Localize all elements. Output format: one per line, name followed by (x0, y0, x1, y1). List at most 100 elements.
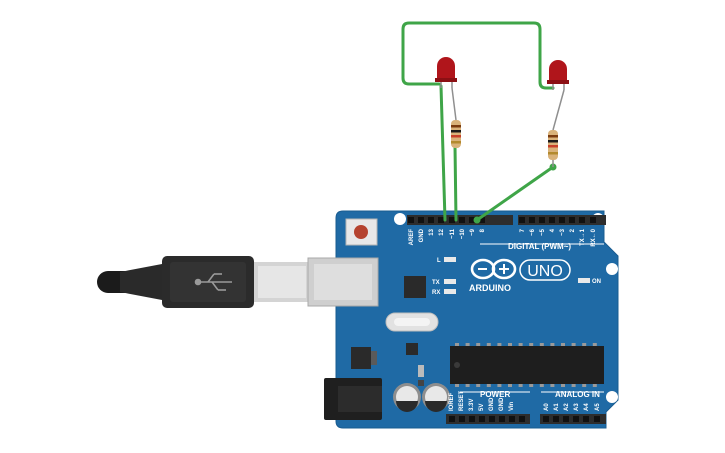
reset-button-cap[interactable] (354, 225, 368, 239)
pin-socket[interactable] (529, 217, 535, 223)
pin-socket[interactable] (583, 416, 589, 422)
top-pin-label: TX→1 (580, 228, 586, 246)
power-pin-label: 3.3V (469, 399, 475, 411)
wire-r1-pin13[interactable] (453, 144, 458, 222)
pin-socket[interactable] (579, 217, 585, 223)
led-1-leg (451, 87, 457, 121)
pin-socket[interactable] (418, 217, 424, 223)
pin-socket[interactable] (428, 217, 434, 223)
pin-socket[interactable] (459, 217, 465, 223)
model-label: UNO (527, 263, 563, 280)
chip-pin (518, 384, 523, 387)
pin-socket[interactable] (573, 416, 579, 422)
pin-socket[interactable] (479, 217, 485, 223)
top-pin-label: RX←0 (591, 228, 597, 246)
wire-r2-pin11[interactable] (475, 165, 555, 222)
pin-socket[interactable] (408, 217, 414, 223)
pin-socket[interactable] (499, 416, 505, 422)
resistor-1-body (451, 120, 461, 148)
pin-socket[interactable] (543, 416, 549, 422)
chip-pin (508, 384, 512, 387)
wire-led1-gnd[interactable] (439, 84, 447, 222)
analog-header-label: ANALOG IN (555, 390, 600, 399)
led-1[interactable] (435, 57, 457, 121)
pin-socket[interactable] (594, 416, 600, 422)
chip-pin (571, 384, 576, 387)
resistor-1[interactable] (451, 120, 461, 148)
pin-socket[interactable] (509, 416, 515, 422)
power-pin-label: Vin (509, 401, 515, 411)
chip-pin (571, 343, 576, 346)
chip-pin (529, 343, 534, 346)
mounting-hole (606, 263, 618, 275)
wires[interactable] (401, 21, 555, 222)
pin-socket[interactable] (563, 416, 569, 422)
analog-pin-label: A4 (584, 403, 590, 411)
pin-socket[interactable] (489, 416, 495, 422)
power-pin-label: GND (499, 397, 505, 411)
led-tx (444, 279, 456, 284)
power-header-label: POWER (480, 390, 510, 399)
pin-socket[interactable] (553, 416, 559, 422)
led-2-dome (549, 60, 567, 82)
chip-pin (561, 343, 565, 346)
pin-socket[interactable] (459, 416, 465, 422)
led-label-tx: TX (432, 280, 440, 286)
pin-socket[interactable] (469, 416, 475, 422)
power-pin-label: IOREF (449, 392, 455, 411)
resistor-2[interactable] (548, 130, 558, 167)
top-pin-label: ~10 (460, 228, 466, 239)
mounting-hole (394, 213, 406, 225)
pin-socket[interactable] (479, 416, 485, 422)
analog-pin-label: A1 (554, 403, 560, 411)
digital-header-label: DIGITAL (PWM~) (508, 242, 571, 251)
wire-junction (473, 216, 481, 224)
pin-socket[interactable] (549, 217, 555, 223)
pin-socket[interactable] (519, 217, 525, 223)
pin-socket[interactable] (519, 416, 525, 422)
analog-pin-label: A5 (595, 403, 601, 411)
top-pin-label: 7 (520, 228, 526, 232)
top-pin-label: GND (419, 228, 425, 242)
model-badge (519, 259, 571, 281)
usb-cable-boot (120, 264, 162, 300)
led-label-l: L (437, 258, 441, 264)
chip-pin (455, 343, 459, 346)
analog-pin-label: A3 (574, 403, 580, 411)
chip-pin (508, 343, 512, 346)
chip-pin (518, 343, 523, 346)
chip-pin (582, 343, 587, 346)
top-pin-label: AREF (409, 229, 415, 246)
small-ic (406, 343, 418, 355)
on-label: ON (592, 279, 601, 285)
top-pin-label: ~9 (470, 228, 476, 236)
chip-pin (486, 384, 491, 387)
chip-pin (592, 343, 597, 346)
led-on (578, 278, 590, 283)
pin-socket[interactable] (539, 217, 545, 223)
chip-pin (582, 384, 587, 387)
usb-cable[interactable] (97, 256, 310, 308)
chip-pin (539, 343, 544, 346)
pin-socket[interactable] (438, 217, 444, 223)
top-pin-label: ~11 (450, 228, 456, 239)
analog-pin-label: A2 (564, 403, 570, 411)
chip-pin (486, 343, 491, 346)
pin-socket[interactable] (569, 217, 575, 223)
pin-socket[interactable] (449, 217, 455, 223)
top-pin-label: 2 (570, 228, 576, 232)
wire-led-bridge[interactable] (401, 21, 555, 90)
led-2[interactable] (547, 60, 569, 131)
led-1-dome (437, 57, 455, 80)
pin-socket[interactable] (449, 416, 455, 422)
digital-pin-sockets (408, 217, 596, 223)
pin-socket[interactable] (559, 217, 565, 223)
pin-socket[interactable] (590, 217, 596, 223)
chip-pin (455, 384, 459, 387)
pin-socket[interactable] (469, 217, 475, 223)
chip-pin (497, 384, 502, 387)
top-pin-label: ~5 (540, 228, 546, 236)
